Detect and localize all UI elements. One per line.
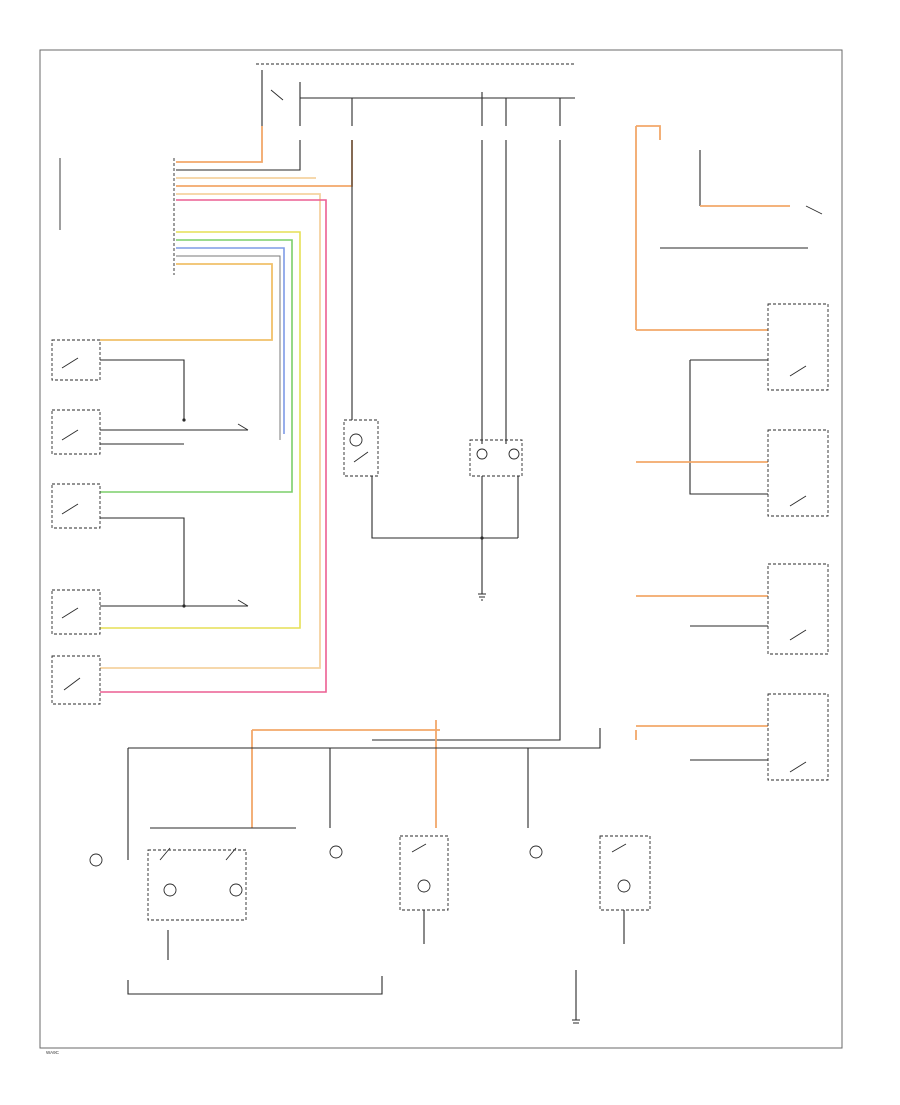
dome-lamp-bulb bbox=[89, 853, 103, 867]
right-reading-lamp bbox=[599, 835, 651, 911]
right-cargo-lamp-bulb bbox=[508, 448, 520, 460]
front-courtesy-reading-lamps bbox=[147, 849, 247, 921]
cargo-lamps bbox=[469, 439, 523, 477]
left-front-door-switch bbox=[51, 409, 101, 455]
right-front-door-switch bbox=[51, 589, 101, 635]
liftgate-ajar-switch bbox=[51, 655, 101, 705]
courtesy-lamp-switch bbox=[343, 419, 379, 477]
rear-jamb-switch bbox=[51, 339, 101, 381]
diagram-frame bbox=[39, 49, 843, 1049]
ground-symbol bbox=[478, 593, 486, 601]
left-reading-lamp-bulb bbox=[329, 845, 343, 859]
left-cargo-lamp-switch bbox=[767, 429, 829, 517]
right-rear-reading-lamp-switch bbox=[767, 693, 829, 781]
center-lamps bbox=[343, 140, 561, 741]
left-rear-door-switch bbox=[51, 483, 101, 529]
right-reading-lamp-bulb bbox=[529, 845, 543, 859]
right-side-switches bbox=[635, 125, 829, 781]
rear-courtesy-lamp-switch bbox=[767, 303, 829, 391]
courtesy-lamp-bulb bbox=[349, 433, 363, 447]
left-reading-lamp bbox=[399, 835, 449, 911]
left-cargo-lamp-bulb bbox=[476, 448, 488, 460]
footer-code: WA9C bbox=[46, 1050, 60, 1055]
left-door-switches bbox=[51, 339, 249, 705]
right-cargo-lamp-switch bbox=[767, 563, 829, 655]
fuse-block-feed bbox=[256, 63, 575, 126]
left-module-connector bbox=[59, 126, 353, 693]
lower-lamps bbox=[89, 720, 651, 1024]
